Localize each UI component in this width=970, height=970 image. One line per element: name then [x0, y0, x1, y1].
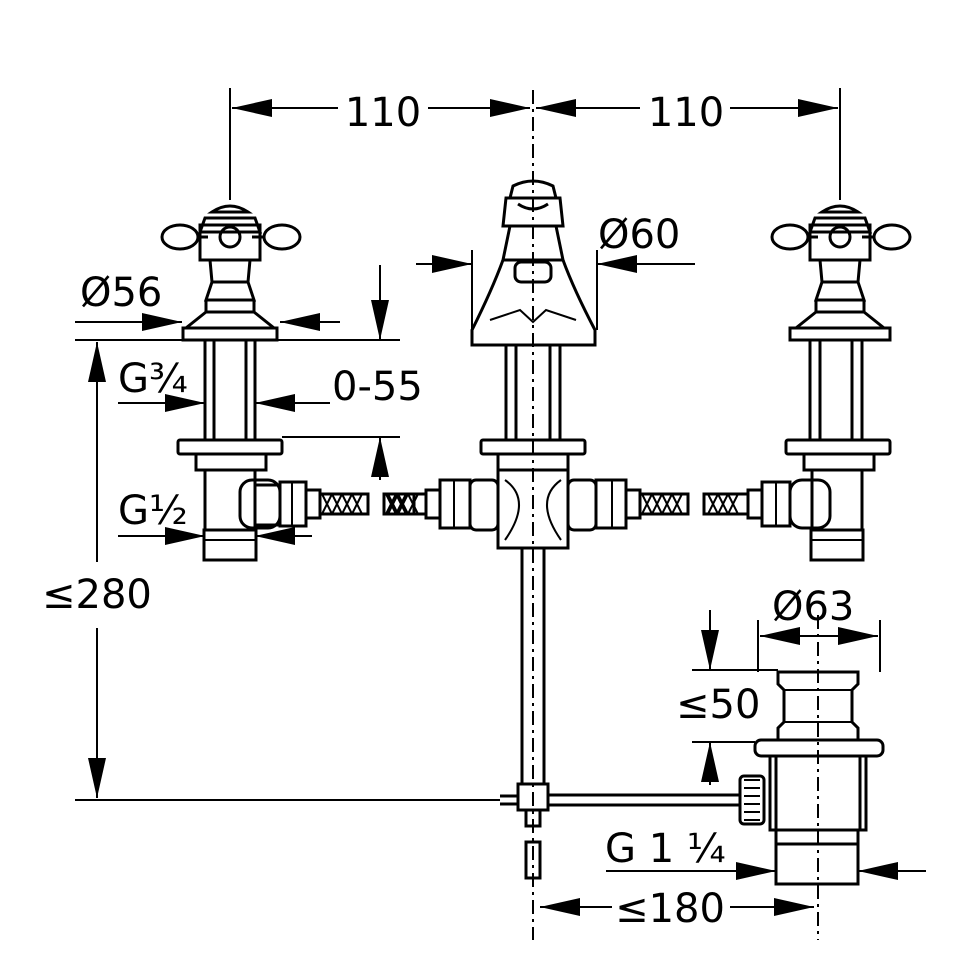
dim-handle-diameter: Ø56 — [80, 270, 162, 316]
center-hoses — [382, 492, 750, 516]
waste-fitting — [738, 670, 885, 886]
left-handle-valve — [160, 204, 322, 562]
dim-thread-upper: G¾ — [118, 356, 188, 402]
dim-spacing-left: 110 — [345, 90, 421, 136]
dim-waste-diameter: Ø63 — [772, 584, 854, 630]
dim-waste-distance: ≤180 — [615, 886, 725, 932]
dimension-lines — [75, 88, 926, 916]
dim-waste-depth: ≤50 — [676, 682, 760, 728]
dim-thread-lower: G½ — [118, 488, 188, 534]
dim-adjust-range: 0-55 — [332, 364, 423, 410]
right-handle-valve — [746, 204, 912, 562]
dim-waste-thread: G 1 ¼ — [605, 826, 726, 872]
dim-spout-diameter: Ø60 — [598, 212, 680, 258]
dim-spacing-right: 110 — [648, 90, 724, 136]
dim-height-max: ≤280 — [42, 572, 152, 618]
popup-rod — [500, 546, 740, 880]
center-spout — [424, 179, 642, 550]
